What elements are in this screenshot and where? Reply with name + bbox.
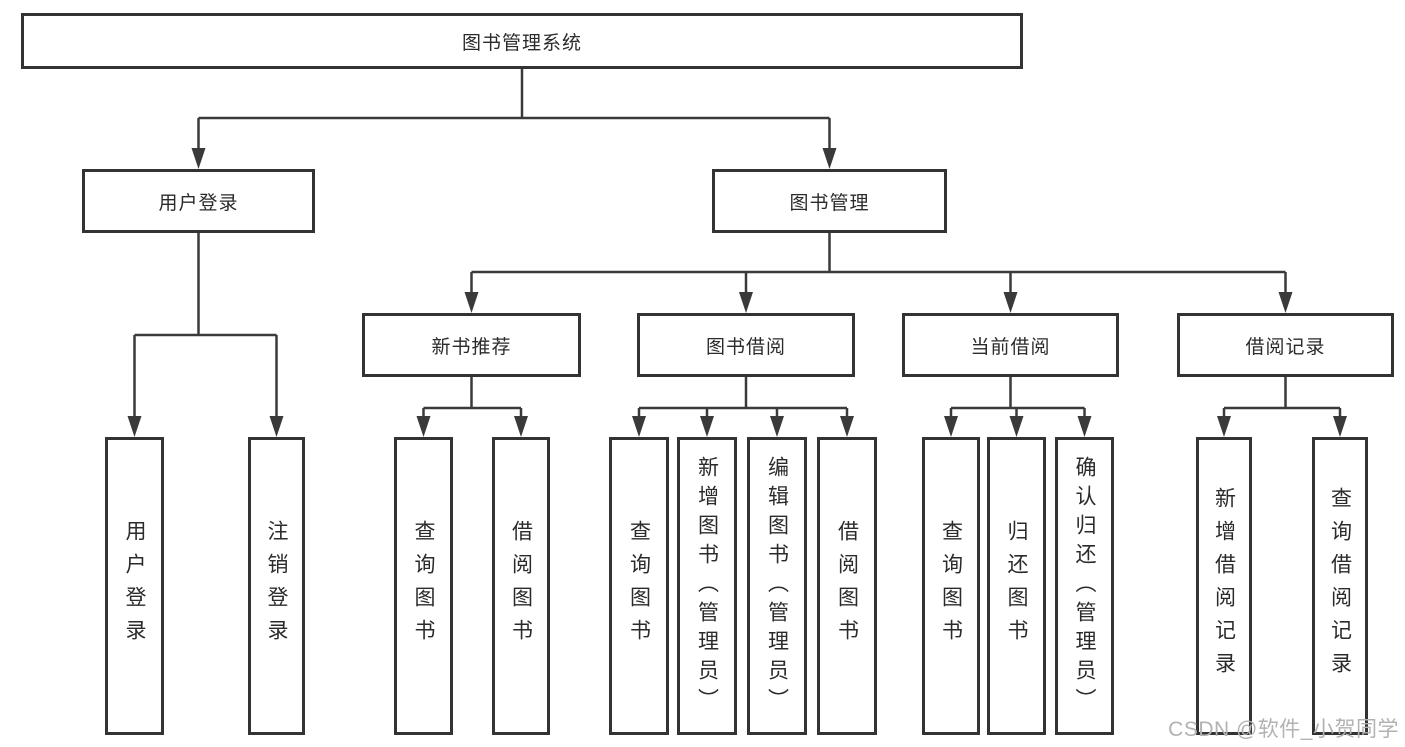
connector-borrow-branch (637, 375, 849, 418)
arrowhead (127, 416, 142, 437)
arrowhead (1077, 416, 1092, 437)
arrowhead (514, 416, 528, 437)
node-label: 借阅图书 (835, 520, 859, 652)
leaf-add-borrow-record: 新增借阅记录 (1196, 437, 1252, 735)
arrowhead (944, 416, 958, 437)
node-label: 查询图书 (412, 520, 435, 652)
node-root: 图书管理系统 (21, 13, 1023, 69)
leaf-edit-books-admin: 编辑图书（管理员） (747, 437, 807, 735)
arrowhead (1003, 292, 1018, 313)
csdn-watermark: CSDN @软件_小贺同学 (1168, 718, 1399, 741)
arrowhead (632, 416, 646, 437)
arrowhead (739, 292, 753, 313)
leaf-query-books-current: 查询图书 (922, 437, 980, 735)
node-label: 归还图书 (1005, 520, 1028, 652)
node-book-borrow: 图书借阅 (637, 313, 855, 377)
connector-bookmgmt-branch (470, 231, 1287, 294)
node-label: 图书管理系统 (461, 32, 582, 54)
leaf-confirm-return-admin: 确认归还（管理员） (1055, 437, 1114, 735)
node-label: 查询图书 (627, 520, 651, 652)
leaf-query-books-borrow: 查询图书 (609, 437, 669, 735)
node-label: 查询借阅记录 (1328, 487, 1352, 685)
arrowhead (840, 416, 854, 437)
arrowhead (191, 148, 206, 169)
node-label: 图书借阅 (705, 336, 786, 358)
arrowhead (1009, 416, 1024, 437)
node-label: 新增图书（管理员） (695, 455, 719, 717)
arrowhead (1333, 416, 1347, 437)
node-label: 借阅记录 (1245, 336, 1326, 358)
node-label: 当前借阅 (970, 336, 1051, 358)
leaf-borrow-books: 借阅图书 (817, 437, 877, 735)
leaf-user-login: 用户登录 (105, 437, 164, 735)
node-label: 确认归还（管理员） (1073, 455, 1096, 717)
arrowhead (464, 292, 479, 313)
node-label: 图书管理 (789, 192, 870, 214)
arrowhead (822, 148, 837, 169)
node-label: 注销登录 (265, 520, 288, 652)
node-label: 新增借阅记录 (1212, 487, 1236, 685)
node-book-management: 图书管理 (712, 169, 947, 233)
leaf-return-books: 归还图书 (987, 437, 1046, 735)
arrowhead (1217, 416, 1231, 437)
leaf-logout: 注销登录 (248, 437, 305, 735)
node-label: 查询图书 (939, 520, 963, 652)
leaf-borrow-books-recommend: 借阅图书 (492, 437, 550, 735)
arrowhead (416, 416, 431, 437)
connector-userlogin-branch (133, 231, 278, 418)
connector-current-branch (949, 375, 1086, 418)
connector-newbooks-branch (422, 375, 523, 418)
leaf-query-borrow-record: 查询借阅记录 (1312, 437, 1368, 735)
node-borrow-records: 借阅记录 (1177, 313, 1394, 377)
arrowhead (1278, 292, 1293, 313)
leaf-query-books-recommend: 查询图书 (394, 437, 453, 735)
connector-root-to-level2 (197, 67, 831, 150)
node-label: 新书推荐 (431, 336, 512, 358)
node-current-borrow: 当前借阅 (902, 313, 1119, 377)
arrowhead (269, 416, 284, 437)
connector-records-branch (1222, 375, 1342, 418)
node-user-login: 用户登录 (82, 169, 315, 233)
node-label: 用户登录 (158, 192, 239, 214)
node-label: 借阅图书 (509, 520, 533, 652)
node-label: 用户登录 (123, 520, 146, 652)
arrowhead (770, 416, 784, 437)
leaf-add-books-admin: 新增图书（管理员） (677, 437, 737, 735)
node-new-book-recommend: 新书推荐 (362, 313, 581, 377)
arrowhead (700, 416, 714, 437)
node-label: 编辑图书（管理员） (765, 455, 789, 717)
